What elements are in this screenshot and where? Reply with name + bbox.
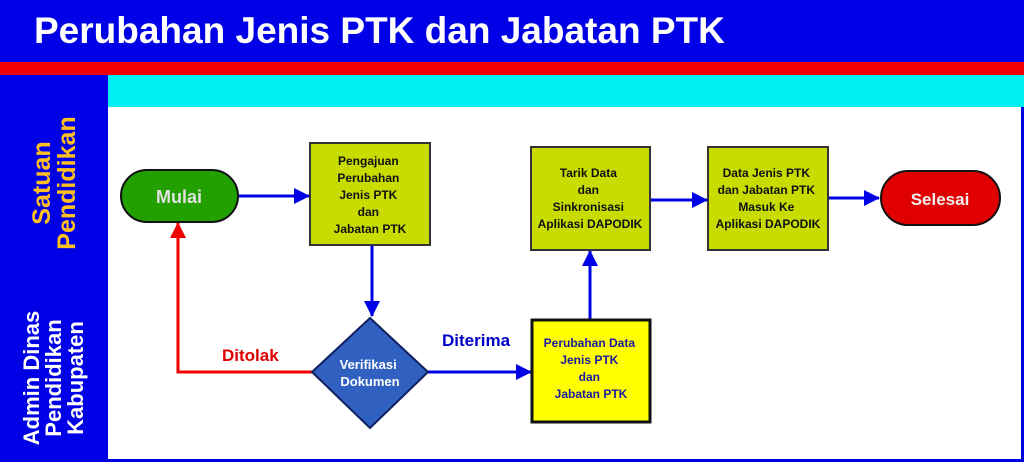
box-line: Perubahan Data [544, 336, 636, 350]
arrow-rejected-to-start [170, 222, 313, 374]
page-title: Perubahan Jenis PTK dan Jabatan PTK [34, 10, 725, 51]
end-node: Selesai [880, 170, 1001, 226]
result-box: Data Jenis PTK dan Jabatan PTK Masuk Ke … [707, 146, 829, 251]
box-line: Masuk Ke [738, 200, 794, 214]
box-line: Sinkronisasi [553, 200, 624, 214]
diagram-frame [108, 107, 1024, 462]
sync-dapodik-box: Tarik Data dan Sinkronisasi Aplikasi DAP… [530, 146, 651, 251]
box-line: Tarik Data [560, 166, 617, 180]
box-line: Jenis PTK [560, 353, 618, 367]
diamond-line: Verifikasi [340, 357, 397, 372]
box-line: dan Jabatan PTK [718, 183, 816, 197]
box-line: Jabatan PTK [334, 222, 407, 236]
start-node: Mulai [120, 169, 239, 223]
box-line: Pengajuan [338, 154, 399, 168]
change-data-box: Perubahan Data Jenis PTK dan Jabatan PTK [530, 318, 652, 424]
box-line: Perubahan [337, 171, 399, 185]
lane-header-column [0, 75, 108, 462]
submit-process-box: Pengajuan Perubahan Jenis PTK dan Jabata… [309, 142, 431, 246]
box-line: dan [578, 183, 599, 197]
box-line: dan [579, 370, 600, 384]
box-line: Aplikasi DAPODIK [716, 217, 821, 231]
svg-text:Data Jenis PTK dan Jabat: Data Jenis PTK dan Jabatan PTK Masuk Ke … [716, 166, 821, 231]
svg-text:Pengajuan Perubahan: Pengajuan Perubahan Jenis PTK dan Jabata… [334, 154, 407, 236]
verify-decision-diamond: Verifikasi Dokumen [310, 316, 430, 430]
box-line: dan [358, 205, 379, 219]
diamond-line: Dokumen [340, 374, 399, 389]
svg-text:Perubahan Data Jenis PTK: Perubahan Data Jenis PTK dan Jabatan PTK [544, 336, 639, 401]
start-label: Mulai [156, 187, 202, 207]
svg-text:Tarik Data dan Sin: Tarik Data dan Sinkronisasi Aplikasi DAP… [538, 166, 643, 231]
title-bar: Perubahan Jenis PTK dan Jabatan PTK [0, 0, 1024, 62]
edge-label-rejected: Ditolak [222, 346, 279, 365]
divider [0, 62, 1024, 75]
box-line: Jenis PTK [339, 188, 397, 202]
end-label: Selesai [911, 190, 970, 209]
box-line: Aplikasi DAPODIK [538, 217, 643, 231]
box-line: Data Jenis PTK [723, 166, 811, 180]
svg-text:Verifikasi Dokumen: Verifikasi Dokumen [340, 357, 401, 389]
edge-label-accepted: Diterima [442, 331, 511, 350]
header-strip [108, 75, 1024, 107]
box-line: Jabatan PTK [555, 387, 628, 401]
